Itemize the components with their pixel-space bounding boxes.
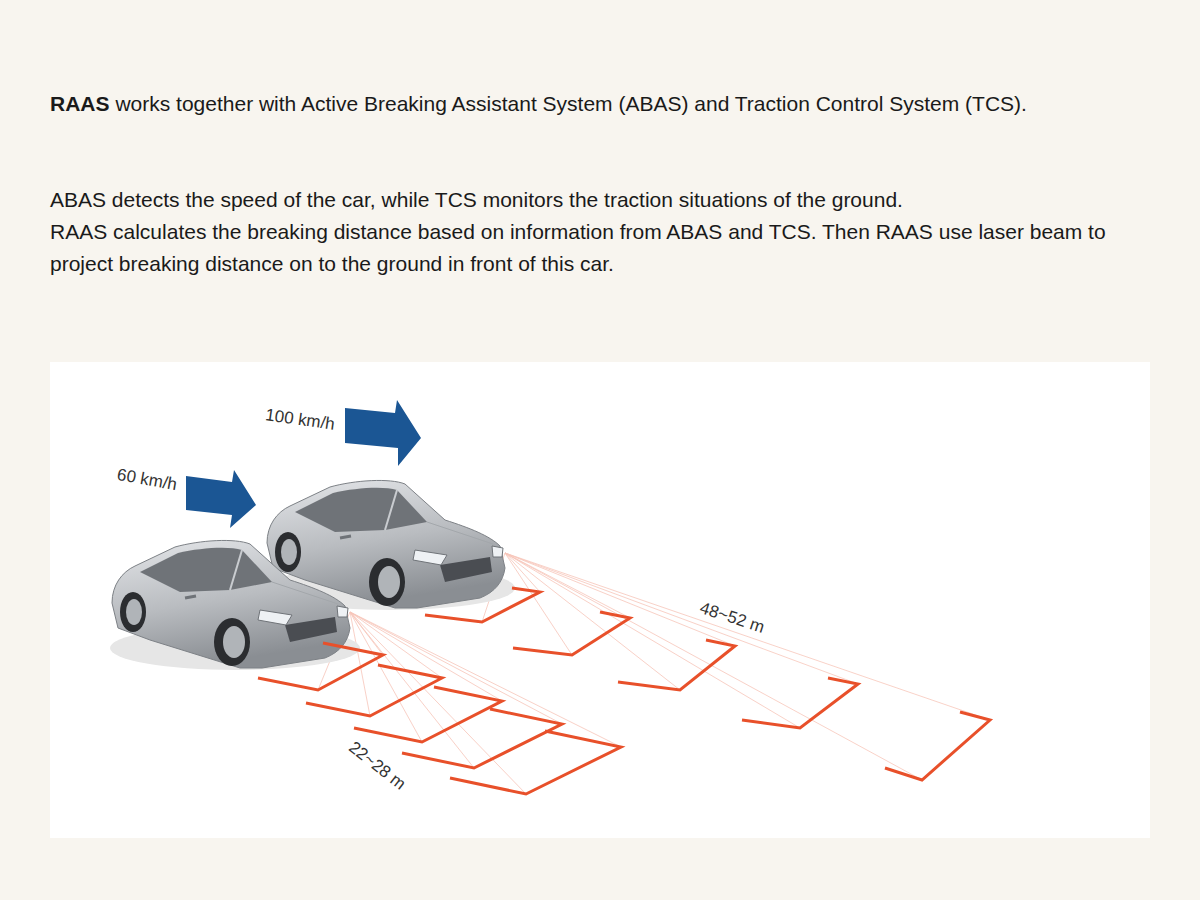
speed-arrow (186, 470, 256, 528)
label-holder: 48~52 m (694, 597, 769, 638)
label-holder: 60 km/h (113, 464, 182, 495)
speed-arrow (345, 400, 421, 466)
distance-bracket (258, 643, 383, 690)
distance-bracket (618, 640, 735, 690)
body-text: ABAS detects the speed of the car, while… (50, 184, 1150, 216)
body-text: works together with Active Breaking Assi… (115, 92, 1027, 115)
label-holder: 22~28 m (342, 736, 412, 796)
paragraph: RAASworks together with Active Breaking … (50, 88, 1150, 120)
distance-bracket (402, 709, 562, 768)
car (110, 540, 360, 670)
paragraph: ABAS detects the speed of the car, while… (50, 184, 1150, 280)
speed-label: 100 km/h (261, 405, 339, 435)
distance-bracket (306, 665, 442, 716)
distance-bracket (425, 588, 540, 622)
distance-bracket (513, 612, 630, 655)
laser-beam (482, 553, 990, 780)
distance-bracket (742, 678, 858, 728)
distance-label: 48~52 m (694, 597, 769, 638)
distance-bracket (885, 712, 990, 780)
figure-panel (50, 362, 1150, 838)
distance-bracket (450, 731, 621, 794)
speed-label: 60 km/h (113, 464, 182, 495)
bold-term: RAAS (50, 92, 110, 115)
distance-brackets (258, 643, 621, 794)
body-text: RAAS calculates the breaking distance ba… (50, 216, 1150, 280)
label-holder: 100 km/h (261, 405, 339, 435)
distance-bracket (354, 687, 502, 742)
distance-label: 22~28 m (342, 736, 412, 796)
